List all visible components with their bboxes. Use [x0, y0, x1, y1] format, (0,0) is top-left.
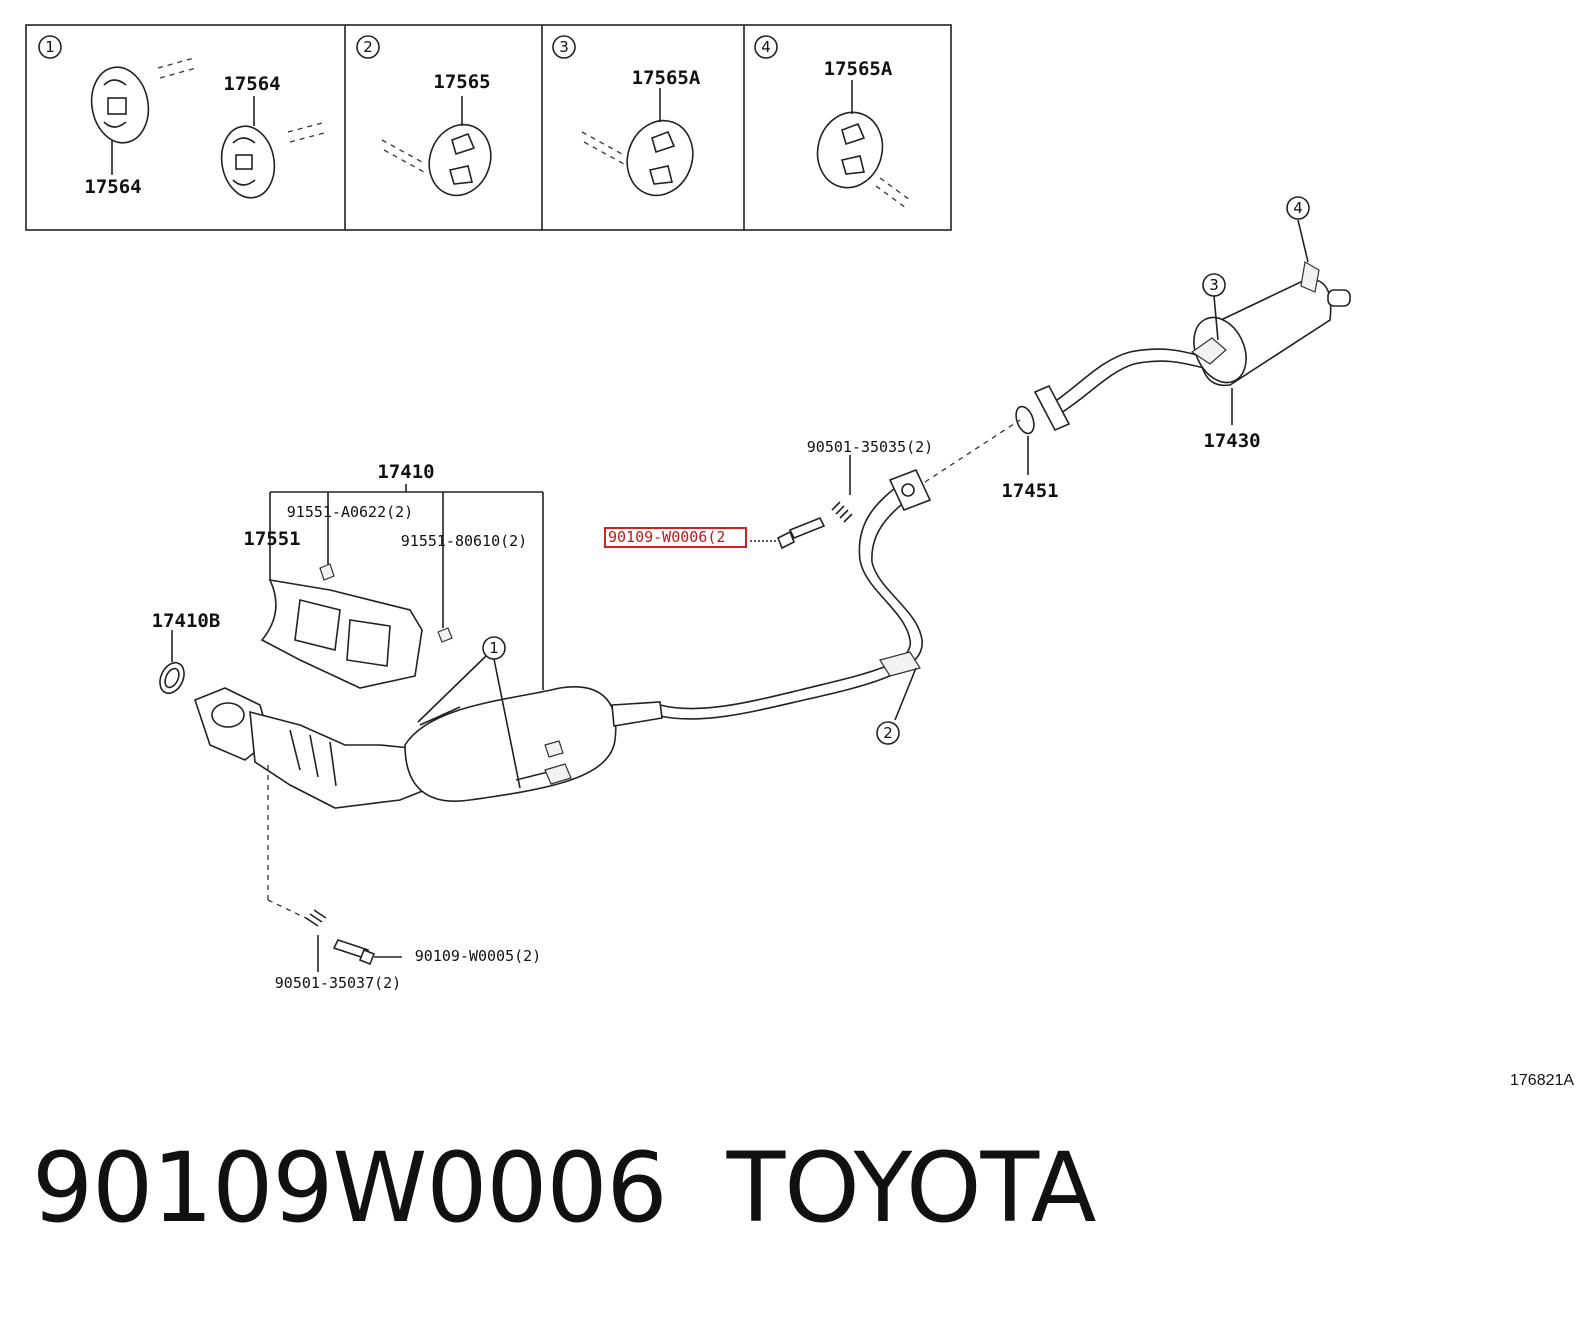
label-17410b: 17410B	[152, 610, 221, 632]
highlighted-part[interactable]: 90109-W0006(2	[604, 527, 747, 548]
label-90109-w0005: 90109-W0005(2)	[415, 947, 541, 965]
callout-3	[1202, 273, 1226, 297]
callout-4	[1286, 196, 1310, 220]
center-pipe: 2 90501-35035(2)	[659, 419, 1021, 745]
inset-2-label: 17565	[433, 71, 490, 93]
label-90109-w0006: 90109-W0006(2	[608, 528, 725, 546]
label-17551: 17551	[243, 528, 300, 550]
muffler-assembly: 17451 17430 3 4	[1001, 196, 1351, 502]
callout-4-text: 4	[1293, 199, 1303, 217]
part-title: 90109W0006 TOYOTA	[32, 1132, 1097, 1244]
inset-panels: 1 17564 17564 2 17565	[25, 24, 952, 231]
inset-frame	[25, 24, 952, 231]
inset-3-label: 17565A	[632, 67, 701, 89]
inset-4-label: 17565A	[824, 58, 893, 80]
inset-4: 4 17565A	[754, 35, 911, 209]
callout-2	[876, 721, 900, 745]
inset-4-number: 4	[761, 38, 771, 56]
inset-3: 3 17565A	[552, 35, 701, 197]
inset-3-number: 3	[559, 38, 569, 56]
diagram-reference-code: 176821A	[1510, 1072, 1575, 1089]
label-17451: 17451	[1001, 480, 1058, 502]
part-number: 90109W0006	[32, 1132, 668, 1244]
label-17430: 17430	[1203, 430, 1260, 452]
inset-2-number: 2	[363, 38, 373, 56]
front-pipe-assembly: 17410 91551-A0622(2) 91551-80610(2) 1755…	[152, 461, 663, 992]
inset-1-number: 1	[45, 38, 55, 56]
callout-3-text: 3	[1209, 276, 1219, 294]
highlight-box	[604, 527, 747, 548]
label-90501-35037: 90501-35037(2)	[275, 974, 401, 992]
inset-1-label-b: 17564	[223, 73, 280, 95]
label-90501-35035: 90501-35035(2)	[807, 438, 933, 456]
callout-1-text: 1	[489, 639, 499, 657]
label-91551-80610: 91551-80610(2)	[401, 532, 527, 550]
label-91551-a0622: 91551-A0622(2)	[287, 503, 413, 521]
label-17410: 17410	[377, 461, 434, 483]
callout-2-text: 2	[883, 724, 893, 742]
inset-1: 1 17564 17564	[38, 35, 329, 199]
inset-1-label-a: 17564	[84, 176, 141, 198]
inset-2: 2 17565	[356, 35, 492, 197]
brand-name: TOYOTA	[726, 1132, 1097, 1244]
